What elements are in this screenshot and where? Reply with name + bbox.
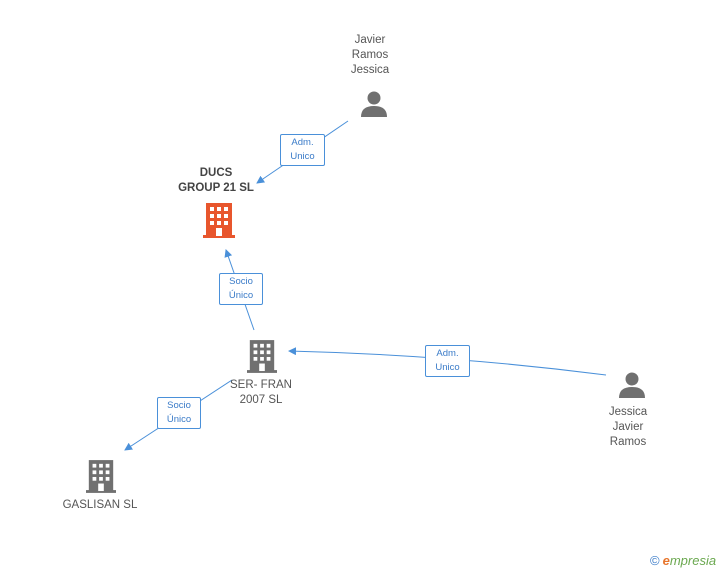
edge-label-adm-right[interactable]: Adm. Unico [425,345,470,377]
edge-label-adm-top[interactable]: Adm. Unico [280,134,325,166]
empresia-logo[interactable]: ©empresia [650,553,716,568]
edge-label-socio-ducs[interactable]: Socio Único [219,273,263,305]
brand-e: e [662,553,670,568]
node-label-serfran[interactable]: SER- FRAN 2007 SL [230,379,292,406]
building-icon-serfran[interactable] [247,339,277,374]
copyright-symbol: © [650,553,660,568]
node-label-gaslisan[interactable]: GASLISAN SL [62,499,138,511]
brand-name: mpresia [669,553,717,568]
node-label-ducs[interactable]: DUCS GROUP 21 SL [178,167,254,194]
person-icon[interactable] [359,89,389,119]
node-label-jessica[interactable]: Jessica Javier Ramos [608,406,648,448]
person-icon[interactable] [617,370,647,400]
edge-label-socio-gaslisan[interactable]: Socio Único [157,397,201,429]
building-icon-main[interactable] [203,203,235,238]
building-icon-gaslisan[interactable] [86,459,116,494]
node-label-javier-ramos[interactable]: Javier Ramos Jessica [350,34,390,76]
